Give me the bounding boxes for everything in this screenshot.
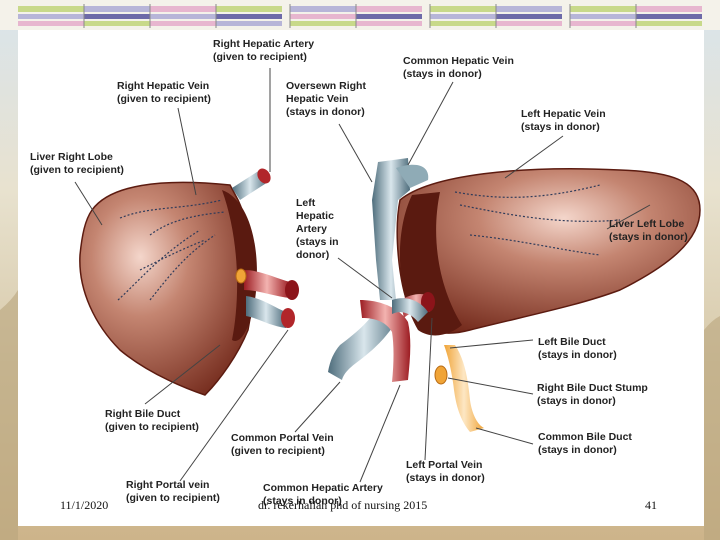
label-line: Right Hepatic Vein	[117, 80, 210, 92]
label-line: Right Portal vein	[126, 479, 210, 491]
label-line: (stays in donor)	[538, 349, 617, 361]
label-line: Common Hepatic Artery	[263, 482, 383, 494]
label-line: Left Hepatic Vein	[521, 108, 606, 120]
label-line: Hepatic	[296, 210, 334, 222]
slide-page-number: 41	[645, 498, 657, 512]
slide-date: 11/1/2020	[60, 498, 109, 512]
common-portal-vein-shape	[328, 305, 400, 380]
label-line: Liver Left Lobe	[609, 218, 685, 230]
left-portal-vein-shape	[392, 298, 428, 322]
label-right-bile-duct-stump: Right Bile Duct Stump (stays in donor)	[537, 382, 648, 408]
bile-duct-shape	[434, 345, 484, 432]
label-line: (given to recipient)	[213, 51, 307, 63]
label-line: Artery	[296, 223, 327, 235]
label-oversewn-right-hepatic-vein: Oversewn Right Hepatic Vein (stays in do…	[286, 80, 366, 119]
label-line: (given to recipient)	[117, 93, 211, 105]
label-line: (stays in donor)	[521, 121, 600, 133]
label-line: (stays in donor)	[537, 395, 616, 407]
label-liver-right-lobe: Liver Right Lobe (given to recipient)	[30, 151, 124, 177]
right-bile-duct-dot	[235, 268, 247, 284]
slide-author: dr. rekerhallah phd of nursing 2015	[258, 498, 428, 512]
common-hepatic-vein-shape	[372, 158, 429, 300]
label-common-hepatic-vein: Common Hepatic Vein (stays in donor)	[403, 55, 514, 81]
label-line: donor)	[296, 249, 330, 261]
label-line: (given to recipient)	[231, 445, 325, 457]
label-line: (given to recipient)	[126, 492, 220, 504]
label-left-hepatic-artery: Left Hepatic Artery (stays in donor)	[296, 197, 339, 262]
label-common-hepatic-artery: Common Hepatic Artery (stays in donor)	[263, 482, 383, 508]
label-line: (stays in donor)	[538, 444, 617, 456]
label-common-portal-vein: Common Portal Vein (given to recipient)	[231, 432, 334, 458]
label-liver-left-lobe: Liver Left Lobe (stays in donor)	[609, 218, 688, 244]
label-right-portal-vein: Right Portal vein (given to recipient)	[126, 479, 220, 505]
label-line: (given to recipient)	[30, 164, 124, 176]
label-line: Common Bile Duct	[538, 431, 632, 443]
label-line: Oversewn Right	[286, 80, 366, 92]
label-line: Right Bile Duct Stump	[537, 382, 648, 394]
label-left-portal-vein: Left Portal Vein (stays in donor)	[406, 459, 485, 485]
label-line: (given to recipient)	[105, 421, 199, 433]
right-portal-vein-stub	[246, 296, 295, 328]
label-right-hepatic-vein: Right Hepatic Vein (given to recipient)	[117, 80, 211, 106]
label-line: Common Portal Vein	[231, 432, 334, 444]
label-line: Common Hepatic Vein	[403, 55, 514, 67]
label-line: Liver Right Lobe	[30, 151, 113, 163]
label-right-hepatic-artery: Right Hepatic Artery (given to recipient…	[213, 38, 314, 64]
right-hepatic-vein-stub	[232, 168, 271, 200]
label-line: Left Portal Vein	[406, 459, 483, 471]
label-line: (stays in donor)	[403, 68, 482, 80]
label-line: (stays in donor)	[286, 106, 365, 118]
label-common-bile-duct: Common Bile Duct (stays in donor)	[538, 431, 632, 457]
liver-left-lobe-shape	[396, 168, 701, 336]
right-hepatic-artery-stub	[244, 270, 299, 300]
label-left-bile-duct: Left Bile Duct (stays in donor)	[538, 336, 617, 362]
label-right-bile-duct: Right Bile Duct (given to recipient)	[105, 408, 199, 434]
label-line: Hepatic Vein	[286, 93, 349, 105]
liver-right-lobe-shape	[79, 181, 257, 396]
label-line: Right Bile Duct	[105, 408, 181, 420]
header-stripe-decoration	[0, 0, 720, 30]
label-line: Left	[296, 197, 316, 209]
label-line: (stays in donor)	[406, 472, 485, 484]
label-left-hepatic-vein: Left Hepatic Vein (stays in donor)	[521, 108, 606, 134]
label-line: (stays in donor)	[609, 231, 688, 243]
label-line: Left Bile Duct	[538, 336, 606, 348]
label-line: (stays in	[296, 236, 339, 248]
label-line: Right Hepatic Artery	[213, 38, 315, 50]
label-line: (stays in donor)	[263, 495, 342, 507]
